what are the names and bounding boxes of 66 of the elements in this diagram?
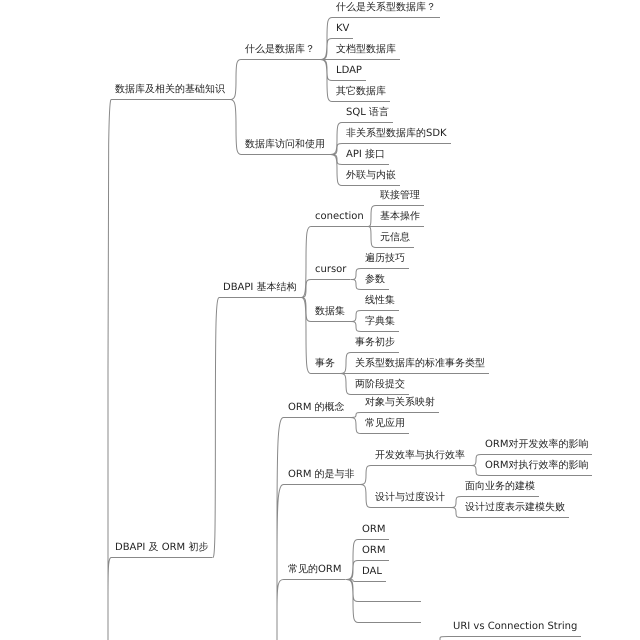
mindmap-topic: 常见的ORM (285, 563, 346, 580)
branch-connector (367, 226, 378, 248)
branch-connector (300, 279, 312, 298)
mindmap-topic: 其它数据库 (333, 85, 390, 102)
mindmap-topic: 外联与内嵌 (343, 169, 400, 186)
mindmap-topic: KV (333, 22, 354, 39)
mindmap-topic: 设计过度表示建模失败 (462, 501, 569, 518)
mindmap-topic: ORM (359, 523, 390, 540)
branch-connector (440, 636, 450, 640)
mindmap-topic: 两阶段提交 (352, 378, 409, 395)
mindmap-topic: 事务 (312, 357, 339, 374)
mindmap-topic: 字典集 (362, 315, 399, 332)
mindmap-topic: ORM对开发效率的影响 (482, 438, 592, 455)
mindmap-topic: conection (312, 210, 368, 227)
mindmap-topic: 事务初步 (352, 336, 399, 353)
mindmap-topic: ORM对执行效率的影响 (482, 459, 592, 476)
mindmap-topic: 数据集 (312, 305, 349, 322)
mindmap-topic: 元信息 (377, 231, 414, 248)
branch-connector (276, 579, 286, 640)
mindmap-topic: 常见应用 (362, 417, 409, 434)
branch-connector (448, 507, 462, 518)
mindmap-topic: DAL (359, 565, 386, 582)
branch-connector (318, 59, 334, 102)
mindmap-topic: 对象与关系映射 (362, 396, 439, 413)
mindmap-topic: URI vs Connection String (450, 620, 582, 637)
mindmap-topic: 参数 (362, 273, 389, 290)
branch-connector (300, 297, 312, 374)
branch-connector (358, 484, 372, 508)
mindmap-topic: 非关系型数据库的SDK (343, 127, 451, 144)
mindmap-topic: ORM 的概念 (285, 401, 349, 418)
mindmap-topic: 遍历技巧 (362, 252, 409, 269)
mindmap-topic: 开发效率与执行效率 (372, 449, 469, 466)
branch-connector (328, 154, 344, 186)
branch-connector (338, 373, 352, 395)
mindmap-topic: DBAPI 及 ORM 初步 (112, 541, 212, 558)
mindmap-topic: 线性集 (362, 294, 399, 311)
branch-connector (300, 226, 312, 298)
branch-connector (468, 465, 482, 476)
branch-connector (228, 59, 242, 100)
mindmap-topic: cursor (312, 263, 350, 280)
mindmap-topic: SQL 语言 (343, 106, 393, 123)
mindmap-topic: ORM (359, 544, 390, 561)
mindmap-topic: LDAP (333, 64, 366, 81)
mindmap-topic: ORM 的是与非 (285, 468, 359, 485)
branch-connector (300, 297, 312, 322)
mindmap-topic: 关系型数据库的标准事务类型 (352, 357, 489, 374)
mindmap-topic: API 接口 (343, 148, 389, 165)
mindmap-topic: 数据库及相关的基础知识 (112, 83, 229, 100)
mindmap-topic: DBAPI 基本结构 (220, 281, 301, 298)
branch-connector (367, 226, 378, 227)
branch-connector (367, 205, 378, 227)
mindmap-topic: 什么是数据库？ (242, 43, 319, 60)
mindmap-topic: 什么是关系型数据库？ (333, 1, 440, 18)
mindmap-topic: 联接管理 (377, 189, 424, 206)
mindmap-topic: 数据库访问和使用 (242, 138, 329, 155)
branch-connector (344, 579, 360, 623)
branch-connector (348, 321, 362, 332)
branch-connector (212, 297, 220, 558)
branch-connector (108, 557, 112, 640)
mindmap-topic: 面向业务的建模 (462, 480, 539, 497)
branch-connector (228, 99, 242, 155)
mindmap-topic: 文档型数据库 (333, 43, 400, 60)
mindmap-topic: 设计与过度设计 (372, 491, 449, 508)
mindmap-topic: 基本操作 (377, 210, 424, 227)
branch-connector (350, 279, 362, 290)
branch-connector (348, 417, 362, 434)
